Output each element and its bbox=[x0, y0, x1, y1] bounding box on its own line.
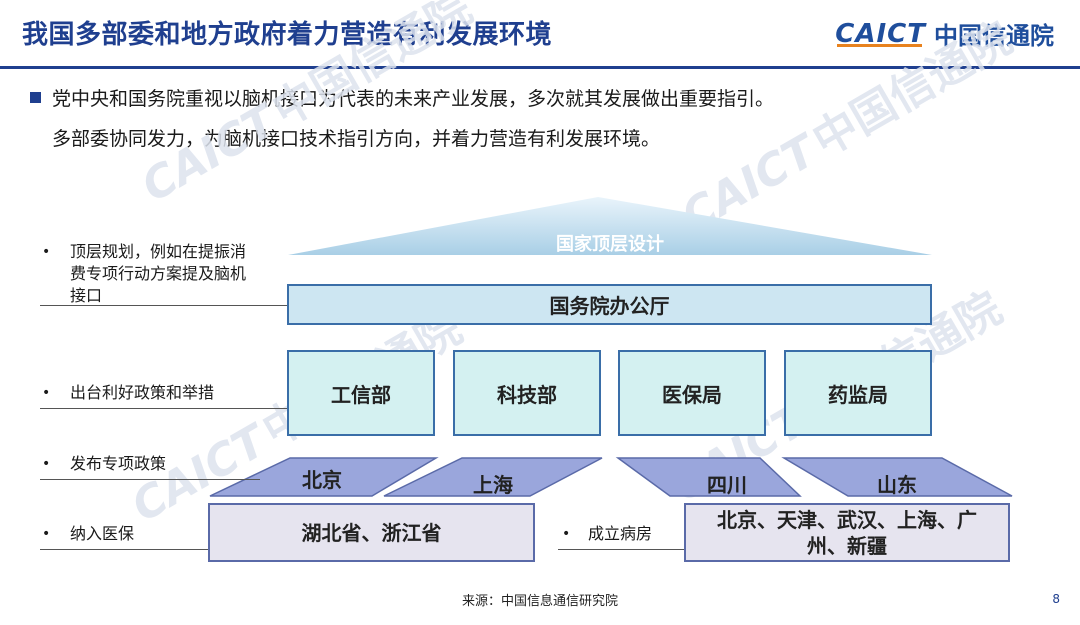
label-wards: 成立病房 bbox=[588, 524, 653, 543]
province-shape-shandong bbox=[781, 457, 1013, 497]
province-shape-beijing bbox=[209, 457, 439, 497]
ward-cities-box: 北京、天津、武汉、上海、广州、新疆 bbox=[684, 503, 1010, 562]
guide-line bbox=[40, 305, 287, 306]
intro-line-2: 多部委协同发力，为脑机接口技术指引方向，并着力营造有利发展环境。 bbox=[52, 128, 661, 150]
logo-text-en: CAICT bbox=[835, 18, 926, 49]
state-council-box: 国务院办公厅 bbox=[287, 284, 932, 325]
label-policies: 出台利好政策和举措 bbox=[70, 383, 215, 402]
roof-label: 国家顶层设计 bbox=[556, 234, 664, 255]
label-special-policies: 发布专项政策 bbox=[70, 454, 167, 473]
bullet-dot-icon: • bbox=[42, 385, 51, 401]
province-label-beijing: 北京 bbox=[302, 468, 342, 492]
province-label-shandong: 山东 bbox=[877, 473, 917, 497]
guide-line bbox=[40, 549, 208, 550]
province-shape-sichuan bbox=[615, 457, 802, 497]
ministry-box-nmpa: 药监局 bbox=[784, 350, 932, 436]
bullet-dot-icon: • bbox=[562, 526, 571, 542]
bullet-dot-icon: • bbox=[42, 526, 51, 542]
bullet-dot-icon: • bbox=[42, 244, 51, 260]
province-shapes bbox=[209, 457, 1013, 497]
bullet-dot-icon: • bbox=[42, 456, 51, 472]
source-note: 来源：中国信息通信研究院 bbox=[461, 594, 618, 609]
square-bullet-icon bbox=[30, 92, 41, 103]
ministry-box-most: 科技部 bbox=[453, 350, 601, 436]
caict-logo: CAICT 中国信通院 bbox=[835, 16, 1054, 51]
label-insurance: 纳入医保 bbox=[70, 524, 135, 543]
page-number: 8 bbox=[1052, 592, 1060, 606]
header-divider bbox=[0, 66, 1080, 69]
label-top-planning: 顶层规划，例如在提振消费专项行动方案提及脑机接口 bbox=[70, 242, 247, 305]
logo-text-cn: 中国信通院 bbox=[934, 22, 1054, 50]
guide-line bbox=[40, 479, 260, 480]
roof-triangle bbox=[288, 197, 932, 255]
state-council-label: 国务院办公厅 bbox=[549, 294, 670, 318]
province-label-shanghai: 上海 bbox=[473, 473, 513, 497]
page-title: 我国多部委和地方政府着力营造有利发展环境 bbox=[22, 20, 553, 50]
ministry-box-miit: 工信部 bbox=[287, 350, 435, 436]
guide-line bbox=[558, 549, 684, 550]
province-shape-shanghai bbox=[383, 457, 603, 497]
province-label-sichuan: 四川 bbox=[707, 473, 747, 497]
insurance-regions-box: 湖北省、浙江省 bbox=[208, 503, 535, 562]
guide-line bbox=[40, 408, 287, 409]
intro-line-1: 党中央和国务院重视以脑机接口为代表的未来产业发展，多次就其发展做出重要指引。 bbox=[52, 88, 775, 110]
ministry-box-nhsa: 医保局 bbox=[618, 350, 766, 436]
